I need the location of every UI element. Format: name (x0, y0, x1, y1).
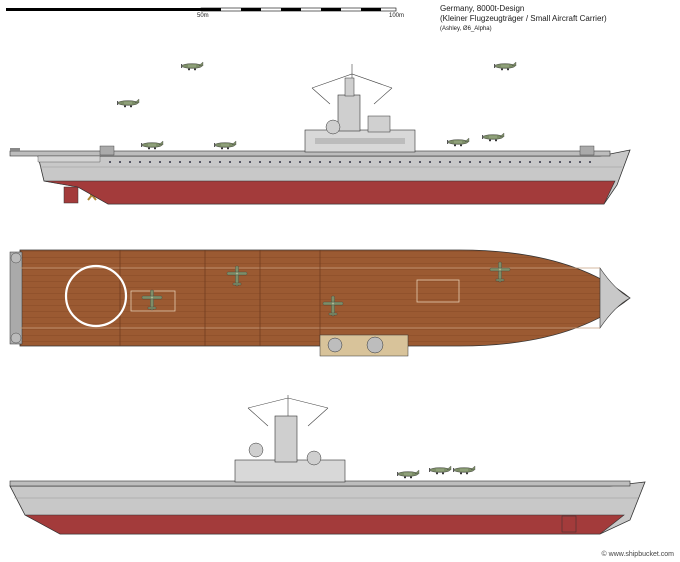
porthole (279, 161, 281, 163)
plan-view (9, 249, 631, 357)
author-credit: (Ashley, Ø6_Alpha) (440, 26, 492, 32)
porthole (139, 161, 141, 163)
lower-hull-red-2 (24, 514, 625, 535)
aircraft-side (481, 132, 505, 142)
aircraft-flying (493, 61, 517, 71)
porthole (549, 161, 551, 163)
porthole (509, 161, 511, 163)
porthole (129, 161, 131, 163)
porthole (319, 161, 321, 163)
aircraft-side (446, 137, 470, 147)
porthole (519, 161, 521, 163)
rudder (63, 186, 79, 204)
aircraft-side (396, 469, 420, 479)
porthole (189, 161, 191, 163)
porthole (419, 161, 421, 163)
porthole (469, 161, 471, 163)
porthole (589, 161, 591, 163)
island-upper (304, 64, 416, 153)
gun-mount (579, 145, 595, 156)
porthole (389, 161, 391, 163)
porthole (369, 161, 371, 163)
mast-rigging (311, 64, 393, 105)
drawing-subtitle: (Kleiner Flugzeugträger / Small Aircraft… (440, 14, 607, 23)
porthole (399, 161, 401, 163)
funnel (274, 415, 298, 463)
porthole (339, 161, 341, 163)
porthole (179, 161, 181, 163)
aircraft-side (140, 140, 164, 150)
side-profile-lower (9, 395, 646, 535)
porthole (409, 161, 411, 163)
aircraft-side (428, 465, 452, 475)
porthole (329, 161, 331, 163)
porthole (239, 161, 241, 163)
island-plan (319, 334, 409, 357)
aircraft-flying (116, 98, 140, 108)
lower-hull-red (43, 180, 616, 205)
funnel (337, 94, 361, 132)
porthole (229, 161, 231, 163)
flight-deck-plan (19, 249, 631, 347)
porthole (439, 161, 441, 163)
porthole (529, 161, 531, 163)
bow-plate (599, 267, 631, 329)
island-lower (234, 395, 346, 483)
scale-label-100m: 100m (389, 13, 405, 19)
aircraft-side (452, 465, 476, 475)
porthole (169, 161, 171, 163)
porthole (309, 161, 311, 163)
porthole (499, 161, 501, 163)
rudder (561, 515, 577, 533)
porthole (149, 161, 151, 163)
gun-mount (99, 145, 115, 156)
porthole (379, 161, 381, 163)
porthole (579, 161, 581, 163)
porthole (479, 161, 481, 163)
fire-director (325, 119, 341, 135)
porthole (489, 161, 491, 163)
porthole (459, 161, 461, 163)
porthole (449, 161, 451, 163)
porthole (559, 161, 561, 163)
scale-label-50m: 50m (197, 13, 209, 19)
watermark: © www.shipbucket.com (601, 551, 674, 558)
porthole (159, 161, 161, 163)
side-profile-upper (9, 61, 631, 205)
aircraft-side (213, 140, 237, 150)
stern-platform (9, 251, 23, 345)
elevator-fwd (416, 279, 460, 303)
porthole (539, 161, 541, 163)
porthole (259, 161, 261, 163)
landing-circle (64, 264, 128, 328)
porthole (219, 161, 221, 163)
scale-bar (6, 7, 397, 12)
aircraft-flying (180, 61, 204, 71)
porthole (569, 161, 571, 163)
porthole (249, 161, 251, 163)
porthole (359, 161, 361, 163)
portholes-upper (109, 161, 591, 163)
porthole (349, 161, 351, 163)
porthole (269, 161, 271, 163)
porthole (429, 161, 431, 163)
porthole (119, 161, 121, 163)
porthole (199, 161, 201, 163)
porthole (109, 161, 111, 163)
porthole (289, 161, 291, 163)
drawing-title: Germany, 8000t-Design (440, 4, 525, 13)
porthole (209, 161, 211, 163)
porthole (299, 161, 301, 163)
